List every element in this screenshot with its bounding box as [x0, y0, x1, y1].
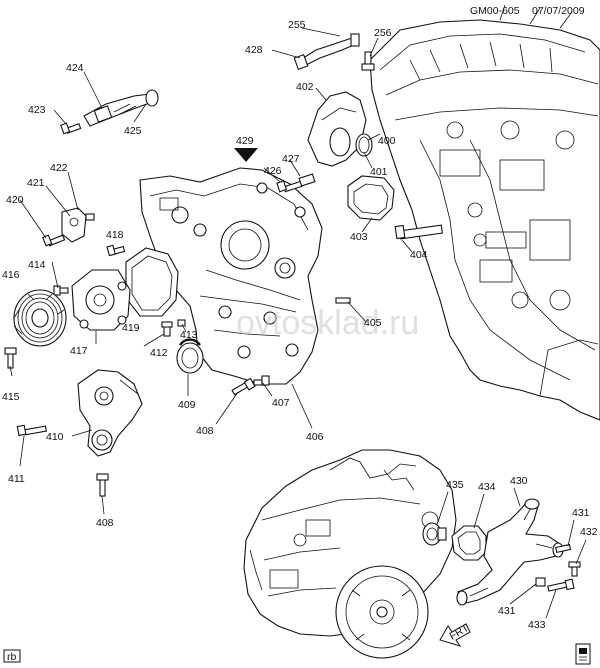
- tensioner-410: [77, 369, 143, 457]
- callout-428: 428: [245, 44, 263, 56]
- callout-403: 403: [350, 231, 368, 243]
- callout-431-upper: 431: [572, 507, 590, 519]
- bolt-418: [106, 244, 126, 257]
- bolt-411: [16, 424, 47, 437]
- bolt-412: [161, 321, 173, 337]
- callout-411: 411: [8, 473, 25, 485]
- callout-429: 429: [236, 135, 254, 147]
- gasket-401: [347, 175, 395, 221]
- callout-417: 417: [70, 345, 88, 357]
- document-icon: [575, 643, 591, 665]
- callout-421: 421: [27, 177, 45, 189]
- front-label: FRT: [448, 622, 472, 643]
- gasket-419: [125, 247, 179, 317]
- callout-434: 434: [478, 481, 496, 493]
- callout-419: 419: [122, 322, 140, 334]
- callout-427: 427: [282, 153, 300, 165]
- bolt-413: [177, 319, 186, 327]
- thermostat-435: [422, 522, 447, 546]
- water-outlet-402: [307, 91, 367, 167]
- callout-430: 430: [510, 475, 528, 487]
- bolt-420: [42, 234, 66, 247]
- callout-405: 405: [364, 317, 382, 329]
- watermark: ovtosklad.ru: [236, 304, 419, 342]
- sensor-424: [83, 89, 159, 127]
- water-pump-417: [71, 269, 131, 331]
- callout-420: 420: [6, 194, 24, 206]
- callout-400: 400: [378, 135, 396, 147]
- dowel-405: [335, 297, 351, 304]
- callout-256: 256: [374, 27, 392, 39]
- callout-401: 401: [370, 166, 388, 178]
- bolt-432: [568, 561, 581, 577]
- engine-block-lower: [243, 449, 457, 659]
- callout-408-upper: 408: [196, 425, 214, 437]
- water-inlet-430: [456, 498, 564, 606]
- callout-433: 433: [528, 619, 546, 631]
- diagram-code: GM00-605: [470, 5, 520, 17]
- bolt-431-upper: [555, 543, 572, 554]
- bolt-407: [253, 375, 270, 386]
- engine-front-cover: [139, 167, 323, 385]
- callout-415: 415: [2, 391, 20, 403]
- callout-435: 435: [446, 479, 464, 491]
- callout-431-lower: 431: [498, 605, 516, 617]
- corner-mark: rb: [7, 651, 16, 663]
- callout-413: 413: [180, 329, 198, 341]
- bolt-415: [4, 347, 17, 369]
- callout-410: 410: [46, 431, 64, 443]
- pulley-416: [13, 289, 67, 347]
- gasket-434: [451, 525, 487, 561]
- bolt-423: [60, 122, 82, 135]
- bolt-256: [361, 51, 375, 71]
- callout-418: 418: [106, 229, 124, 241]
- diagram-date: 07/07/2009: [532, 5, 585, 17]
- leader-lines: [9, 27, 587, 619]
- callout-409: 409: [178, 399, 196, 411]
- callout-408-lower: 408: [96, 517, 114, 529]
- seal-409: [176, 338, 204, 374]
- callout-412: 412: [150, 347, 168, 359]
- callout-426: 426: [264, 165, 282, 177]
- bolt-414: [53, 285, 69, 296]
- bolt-408-lower: [96, 473, 109, 497]
- callout-425: 425: [124, 125, 142, 137]
- callout-406: 406: [306, 431, 324, 443]
- bolt-426: [276, 180, 304, 193]
- callout-255: 255: [288, 19, 306, 31]
- front-direction-indicator: FRT: [439, 622, 472, 647]
- bolt-408-upper: [231, 377, 256, 396]
- callout-404: 404: [410, 249, 428, 261]
- bolt-431-lower: [535, 577, 546, 587]
- bolt-427: [298, 173, 316, 187]
- callout-407: 407: [272, 397, 290, 409]
- callout-416: 416: [2, 269, 20, 281]
- callout-414: 414: [28, 259, 46, 271]
- coolant-bypass-pipe: [293, 33, 360, 71]
- corner-mark-box: [3, 649, 21, 663]
- arrow-down-icon: [234, 148, 258, 162]
- callout-422: 422: [50, 162, 68, 174]
- stud-404: [394, 224, 443, 240]
- callout-423: 423: [28, 104, 46, 116]
- callout-labels: 255 256 428 424 423 425 402 400 429 427 …: [2, 19, 598, 631]
- callout-424: 424: [66, 62, 84, 74]
- callout-402: 402: [296, 81, 314, 93]
- bolt-433: [547, 578, 575, 592]
- engine-block-upper: [369, 4, 600, 421]
- callout-432: 432: [580, 526, 598, 538]
- sensor-421: [61, 207, 95, 243]
